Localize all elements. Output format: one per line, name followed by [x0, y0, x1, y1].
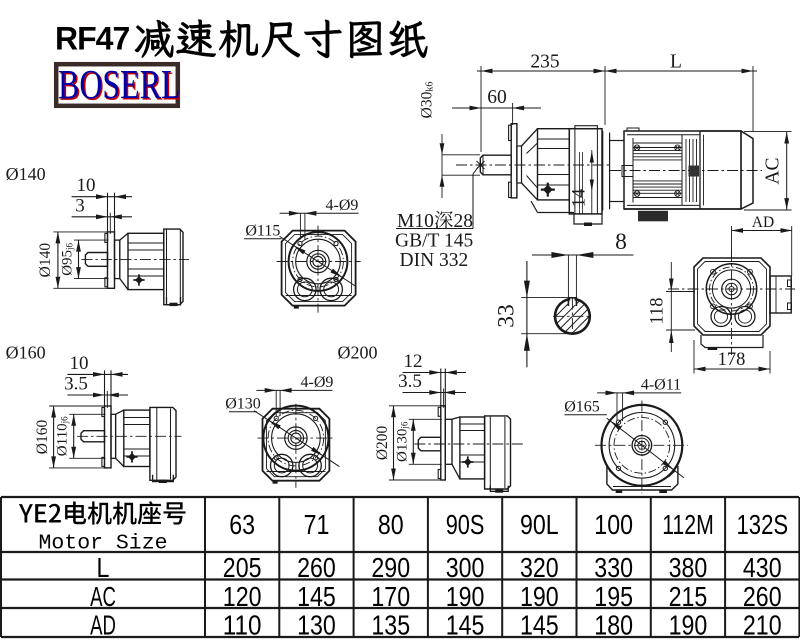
svg-text:RF47: RF47 — [55, 21, 129, 57]
svg-text:4-Ø9: 4-Ø9 — [326, 197, 359, 214]
svg-text:L: L — [97, 552, 110, 583]
svg-text:12: 12 — [404, 351, 423, 372]
svg-text:Ø115: Ø115 — [245, 223, 280, 240]
svg-text:AD: AD — [752, 214, 774, 231]
svg-text:AC: AC — [90, 581, 116, 612]
svg-text:235: 235 — [530, 52, 559, 73]
svg-text:90L: 90L — [520, 509, 559, 540]
svg-text:215: 215 — [669, 581, 708, 612]
svg-text:4-Ø11: 4-Ø11 — [641, 377, 681, 394]
svg-text:4-Ø9: 4-Ø9 — [301, 374, 334, 391]
svg-text:Ø130j6: Ø130j6 — [395, 421, 411, 462]
svg-text:145: 145 — [520, 609, 559, 640]
svg-text:430: 430 — [743, 552, 782, 583]
svg-text:Ø160: Ø160 — [6, 343, 46, 363]
svg-text:100: 100 — [594, 509, 633, 540]
svg-text:3.5: 3.5 — [64, 374, 88, 395]
svg-text:AC: AC — [763, 157, 784, 184]
svg-text:3: 3 — [75, 195, 85, 216]
svg-text:Ø200: Ø200 — [338, 343, 378, 363]
svg-text:320: 320 — [520, 552, 559, 583]
svg-text:190: 190 — [669, 609, 708, 640]
svg-text:110: 110 — [223, 609, 262, 640]
svg-text:Ø130: Ø130 — [225, 396, 261, 413]
svg-text:10: 10 — [70, 353, 89, 374]
svg-text:8: 8 — [615, 229, 627, 255]
svg-text:210: 210 — [743, 609, 782, 640]
svg-text:10: 10 — [77, 175, 96, 196]
svg-text:28: 28 — [454, 211, 474, 232]
svg-text:330: 330 — [594, 552, 633, 583]
svg-text:178: 178 — [718, 350, 746, 370]
svg-text:145: 145 — [297, 581, 336, 612]
svg-text:GB/T 145: GB/T 145 — [395, 231, 473, 252]
svg-text:260: 260 — [743, 581, 782, 612]
svg-text:L: L — [670, 52, 682, 73]
svg-text:Ø95j6: Ø95j6 — [60, 242, 76, 275]
svg-text:380: 380 — [669, 552, 708, 583]
svg-text:BOSERL: BOSERL — [58, 61, 181, 107]
svg-text:190: 190 — [520, 581, 559, 612]
svg-text:71: 71 — [304, 509, 330, 540]
svg-text:135: 135 — [371, 609, 410, 640]
svg-text:132S: 132S — [737, 509, 789, 540]
svg-text:190: 190 — [446, 581, 485, 612]
svg-text:Motor Size: Motor Size — [38, 532, 167, 556]
svg-text:205: 205 — [223, 552, 262, 583]
svg-text:290: 290 — [371, 552, 410, 583]
svg-text:3.5: 3.5 — [398, 371, 422, 392]
svg-text:Ø200: Ø200 — [374, 425, 391, 460]
svg-text:Ø160: Ø160 — [34, 419, 51, 454]
svg-text:DIN 332: DIN 332 — [400, 250, 469, 271]
svg-text:AD: AD — [90, 609, 116, 640]
svg-text:Ø110j6: Ø110j6 — [55, 416, 71, 456]
svg-text:80: 80 — [378, 509, 404, 540]
svg-text:260: 260 — [297, 552, 336, 583]
svg-text:120: 120 — [223, 581, 262, 612]
svg-text:180: 180 — [594, 609, 633, 640]
svg-text:195: 195 — [594, 581, 633, 612]
svg-text:130: 130 — [297, 609, 336, 640]
svg-text:112M: 112M — [662, 509, 714, 540]
svg-text:60: 60 — [487, 87, 507, 108]
svg-text:90S: 90S — [446, 509, 485, 540]
svg-text:Ø140: Ø140 — [37, 243, 54, 278]
svg-text:BOSERL: BOSERL — [60, 63, 183, 109]
svg-text:M10: M10 — [397, 211, 434, 232]
svg-text:Ø165: Ø165 — [564, 399, 600, 416]
svg-text:145: 145 — [446, 609, 485, 640]
svg-text:63: 63 — [229, 509, 255, 540]
svg-text:300: 300 — [446, 552, 485, 583]
svg-text:33: 33 — [494, 304, 520, 328]
svg-text:Ø140: Ø140 — [6, 164, 46, 184]
svg-text:118: 118 — [648, 297, 668, 324]
svg-text:170: 170 — [371, 581, 410, 612]
